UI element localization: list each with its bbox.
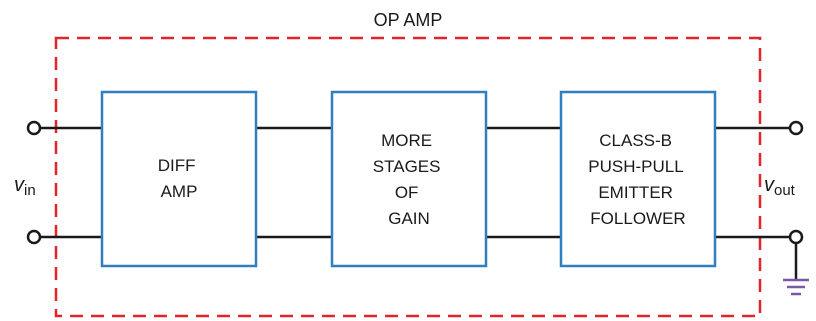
wires [40, 126, 798, 279]
block-class-b-line: EMITTER [598, 183, 673, 202]
svg-text:CLASS-B PUSH-PULL: CLASS-B PUSH-PULL EMITTER FOLLOWER [588, 131, 688, 228]
block-class-b-line: PUSH-PULL [588, 157, 683, 176]
terminal-out-bottom [788, 229, 804, 245]
op-amp-title: OP AMP [374, 10, 443, 30]
input-voltage-label: vin [14, 174, 36, 199]
svg-text:DIFF AMP: DIFF AMP [158, 156, 201, 201]
block-diff-amp: DIFF AMP [100, 90, 258, 268]
terminal-in-top [26, 120, 42, 136]
block-class-b-line: CLASS-B [599, 131, 672, 150]
block-more-stages-line: MORE [381, 131, 432, 150]
ground-icon [783, 278, 809, 296]
svg-text:MORE STAGES OF: MORE STAGES OF GAIN [373, 131, 445, 228]
terminal-in-bottom [26, 229, 42, 245]
block-more-stages-line: STAGES [373, 157, 441, 176]
block-more-stages: MORE STAGES OF GAIN [330, 90, 488, 268]
block-diff-amp-line: AMP [161, 182, 198, 201]
block-class-b-line: FOLLOWER [590, 209, 685, 228]
output-voltage-label: vout [764, 174, 796, 199]
block-more-stages-line: GAIN [388, 209, 430, 228]
block-diff-amp-line: DIFF [158, 156, 196, 175]
op-amp-boundary [54, 36, 762, 318]
block-more-stages-line: OF [395, 183, 419, 202]
block-class-b: CLASS-B PUSH-PULL EMITTER FOLLOWER [559, 90, 717, 268]
terminal-out-top [788, 120, 804, 136]
